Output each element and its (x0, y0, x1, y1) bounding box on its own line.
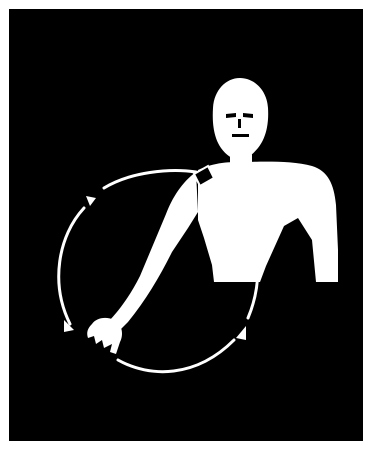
nose (238, 119, 241, 128)
mouth (232, 134, 249, 137)
